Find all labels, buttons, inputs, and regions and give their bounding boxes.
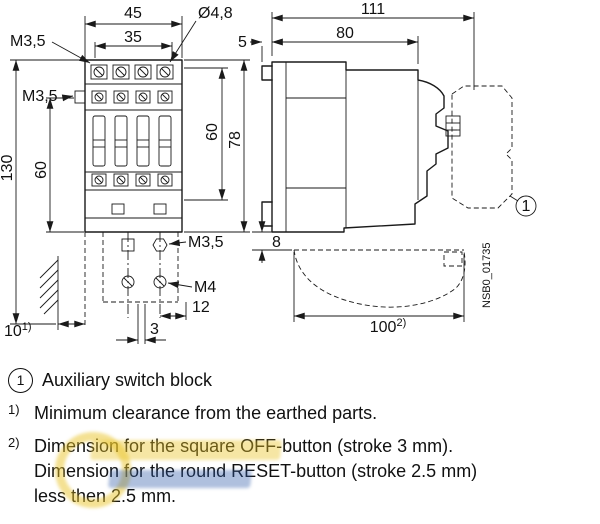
dim-12: 12: [160, 299, 210, 320]
dim-130: 130: [0, 59, 84, 325]
din-clip-top: [261, 65, 273, 81]
dim-8-label: 8: [272, 234, 281, 251]
m35-bottom-label: M3,5: [188, 234, 224, 251]
legend-note-2: 2) Dimension for the square OFF-button (…: [8, 434, 594, 509]
dim-5-label: 5: [238, 34, 247, 51]
front-view: 45 35 Ø4,8 M3,5 M3,5 130: [0, 5, 250, 344]
hatch-earth-wall: [39, 256, 59, 315]
hex-nut-m35: [152, 238, 168, 252]
dim-35: 35: [94, 29, 173, 58]
dim-3-label: 3: [150, 321, 159, 338]
leader-m35-bottom: M3,5: [168, 234, 224, 251]
dim-111: 111: [271, 1, 475, 90]
dim-12-label: 12: [192, 299, 210, 316]
leader-m4: M4: [167, 279, 216, 296]
dim-10: 101): [4, 310, 85, 340]
contact-windows: [92, 115, 172, 167]
leader-m35-coil: M3,5: [22, 88, 74, 105]
legend-callout-1-marker: 1: [8, 368, 33, 393]
m35-coil-label: M3,5: [22, 88, 58, 105]
coil-terminal-row: [74, 90, 173, 104]
dia-48-label: Ø4,8: [198, 5, 233, 22]
note-2-marker: 2): [8, 435, 20, 450]
dim-130-label: 130: [0, 155, 16, 182]
dim-80-label: 80: [336, 25, 354, 42]
drawing-number: NSB0_01735: [481, 243, 493, 308]
dim-45: 45: [84, 5, 183, 58]
legend-item-aux-switch: 1 Auxiliary switch block: [8, 368, 594, 393]
leader-m35-top: M3,5: [10, 33, 91, 64]
note-2-line1: Dimension for the square OFF-button (str…: [34, 436, 454, 456]
m35-top-label: M3,5: [10, 33, 46, 50]
dim-111-label: 111: [361, 1, 385, 18]
terminal-screws-bottom-row: [91, 173, 173, 187]
side-view: 1 111 80 5 8: [238, 1, 537, 336]
dim-60-left: 60: [33, 97, 84, 233]
note-2-line3: less then 2.5 mm.: [34, 486, 177, 506]
aux-connector: [445, 115, 461, 137]
dim-8: 8: [252, 219, 292, 263]
callout-1: 1: [509, 195, 537, 217]
m4-label: M4: [194, 279, 216, 296]
dia-48-callout: Ø4,8: [169, 5, 233, 63]
dim-3: 3: [116, 304, 166, 344]
aux-switch-block-outline: [451, 85, 513, 209]
note-2-line2: Dimension for the round RESET-button (st…: [34, 461, 478, 481]
dim-45-label: 45: [124, 5, 142, 22]
m4-hole: [153, 275, 167, 289]
dim-78-label: 78: [227, 131, 244, 149]
legend: 1 Auxiliary switch block 1) Minimum clea…: [8, 368, 594, 517]
dim-100-label: 1002): [370, 317, 406, 336]
dim-5: 5: [238, 34, 284, 62]
dim-100: 1002): [293, 252, 465, 336]
din-clip-bottom: [261, 201, 273, 227]
mounting-bracket-projection: [84, 232, 179, 328]
technical-drawing: 45 35 Ø4,8 M3,5 M3,5 130: [0, 1, 537, 344]
dim-60-right-label: 60: [204, 123, 221, 141]
legend-note-1: 1) Minimum clearance from the earthed pa…: [8, 401, 594, 426]
dim-60-left-label: 60: [33, 161, 50, 179]
legend-item1-text: Auxiliary switch block: [42, 370, 213, 390]
dim-35-label: 35: [124, 29, 142, 46]
note-1-marker: 1): [8, 402, 20, 417]
dim-10-label: 101): [4, 321, 32, 340]
note-1-text: Minimum clearance from the earthed parts…: [34, 403, 378, 423]
dim-60-78-right: 60 78: [184, 59, 250, 233]
swing-clearance-outline: [293, 249, 466, 308]
terminal-screws-top-row: [90, 64, 174, 80]
dim-80: 80: [272, 25, 419, 64]
callout-1-label: 1: [522, 198, 531, 215]
